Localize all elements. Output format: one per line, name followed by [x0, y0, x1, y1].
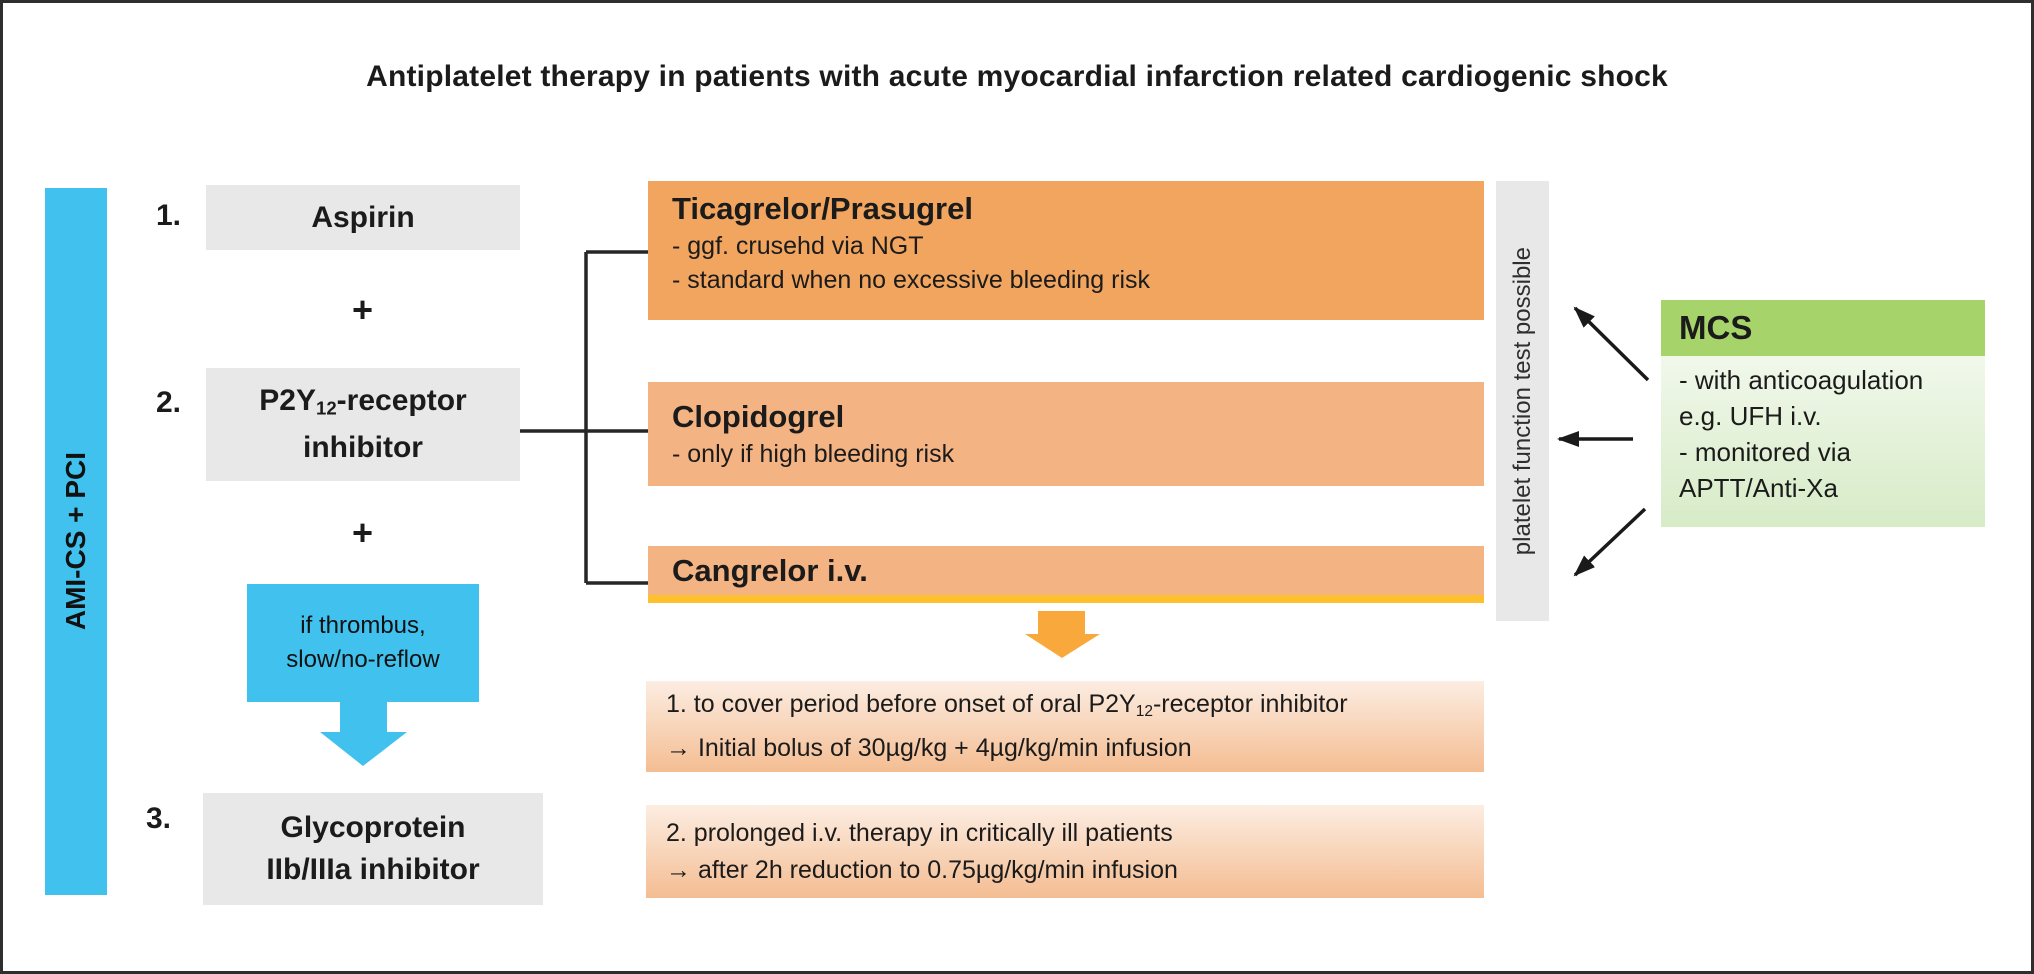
mcs-line-4: APTT/Anti-Xa — [1679, 473, 1838, 503]
page-title: Antiplatelet therapy in patients with ac… — [366, 60, 1668, 93]
mcs-box: MCS - with anticoagulation e.g. UFH i.v.… — [1661, 300, 1985, 527]
step-number-2: 2. — [156, 386, 182, 419]
ticagrelor-prasugrel-box: Ticagrelor/Prasugrel - ggf. crusehd via … — [648, 181, 1484, 320]
platelet-function-test-rail: platelet function test possible — [1496, 181, 1549, 621]
ami-cs-pci-rail-label: AMI-CS + PCI — [60, 452, 91, 631]
mcs-body: - with anticoagulation e.g. UFH i.v. - m… — [1661, 356, 1985, 527]
aspirin-box: Aspirin — [206, 185, 520, 250]
ticagrelor-prasugrel-title: Ticagrelor/Prasugrel — [672, 191, 973, 226]
cangrelor-note-2-line2: → after 2h reduction to 0.75µg/kg/min in… — [666, 855, 1178, 884]
ticagrelor-bullet-2: - standard when no excessive bleeding ri… — [672, 266, 1151, 294]
mcs-line-2: e.g. UFH i.v. — [1679, 401, 1822, 431]
mcs-title: MCS — [1661, 300, 1985, 356]
thrombus-condition-line2: slow/no-reflow — [286, 646, 440, 673]
mcs-arrow-bottom-icon — [1573, 507, 1647, 577]
cangrelor-note-2-line1: 2. prolonged i.v. therapy in critically … — [666, 818, 1173, 847]
cangrelor-note-2: 2. prolonged i.v. therapy in critically … — [646, 805, 1484, 898]
mcs-line-1: - with anticoagulation — [1679, 365, 1924, 395]
p2y12-branch-connector — [520, 250, 648, 585]
glycoprotein-label-line2: IIb/IIIa inhibitor — [266, 853, 480, 886]
p2y12-label-line1: P2Y12-receptor — [259, 383, 467, 419]
p2y12-receptor-inhibitor-box: P2Y12-receptor inhibitor — [206, 368, 520, 481]
cangrelor-note-1: 1. to cover period before onset of oral … — [646, 681, 1484, 772]
step-number-1: 1. — [156, 199, 182, 232]
glycoprotein-label-line1: Glycoprotein — [280, 811, 466, 844]
cangrelor-box: Cangrelor i.v. — [648, 546, 1484, 603]
step-number-3: 3. — [146, 802, 172, 835]
ticagrelor-bullet-1: - ggf. crusehd via NGT — [672, 232, 924, 260]
clopidogrel-box: Clopidogrel - only if high bleeding risk — [648, 382, 1484, 486]
p2y12-label-line2: inhibitor — [303, 431, 423, 465]
aspirin-label: Aspirin — [311, 200, 415, 234]
thrombus-condition-line1: if thrombus, — [300, 612, 426, 639]
plus-sign-2: + — [352, 512, 374, 553]
cangrelor-note-1-line2: → Initial bolus of 30µg/kg + 4µg/kg/min … — [666, 733, 1192, 762]
glycoprotein-inhibitor-box: Glycoprotein IIb/IIIa inhibitor — [203, 793, 543, 905]
thrombus-condition-box: if thrombus, slow/no-reflow — [247, 584, 479, 702]
cangrelor-note-1-line1: 1. to cover period before onset of oral … — [666, 690, 1348, 720]
ami-cs-pci-rail: AMI-CS + PCI — [45, 188, 107, 895]
mcs-line-3: - monitored via — [1679, 437, 1851, 467]
clopidogrel-bullet-1: - only if high bleeding risk — [672, 440, 955, 468]
cangrelor-title: Cangrelor i.v. — [672, 552, 868, 588]
note-1-subscript: 12 — [1135, 702, 1153, 720]
blue-down-arrow-icon — [320, 702, 407, 766]
orange-down-arrow-icon — [1025, 611, 1100, 658]
plus-sign-1: + — [352, 289, 374, 330]
mcs-arrow-top-icon — [1573, 306, 1650, 382]
platelet-function-test-label: platelet function test possible — [1508, 246, 1536, 556]
clopidogrel-title: Clopidogrel — [672, 399, 845, 434]
p2y12-subscript: 12 — [315, 397, 337, 419]
